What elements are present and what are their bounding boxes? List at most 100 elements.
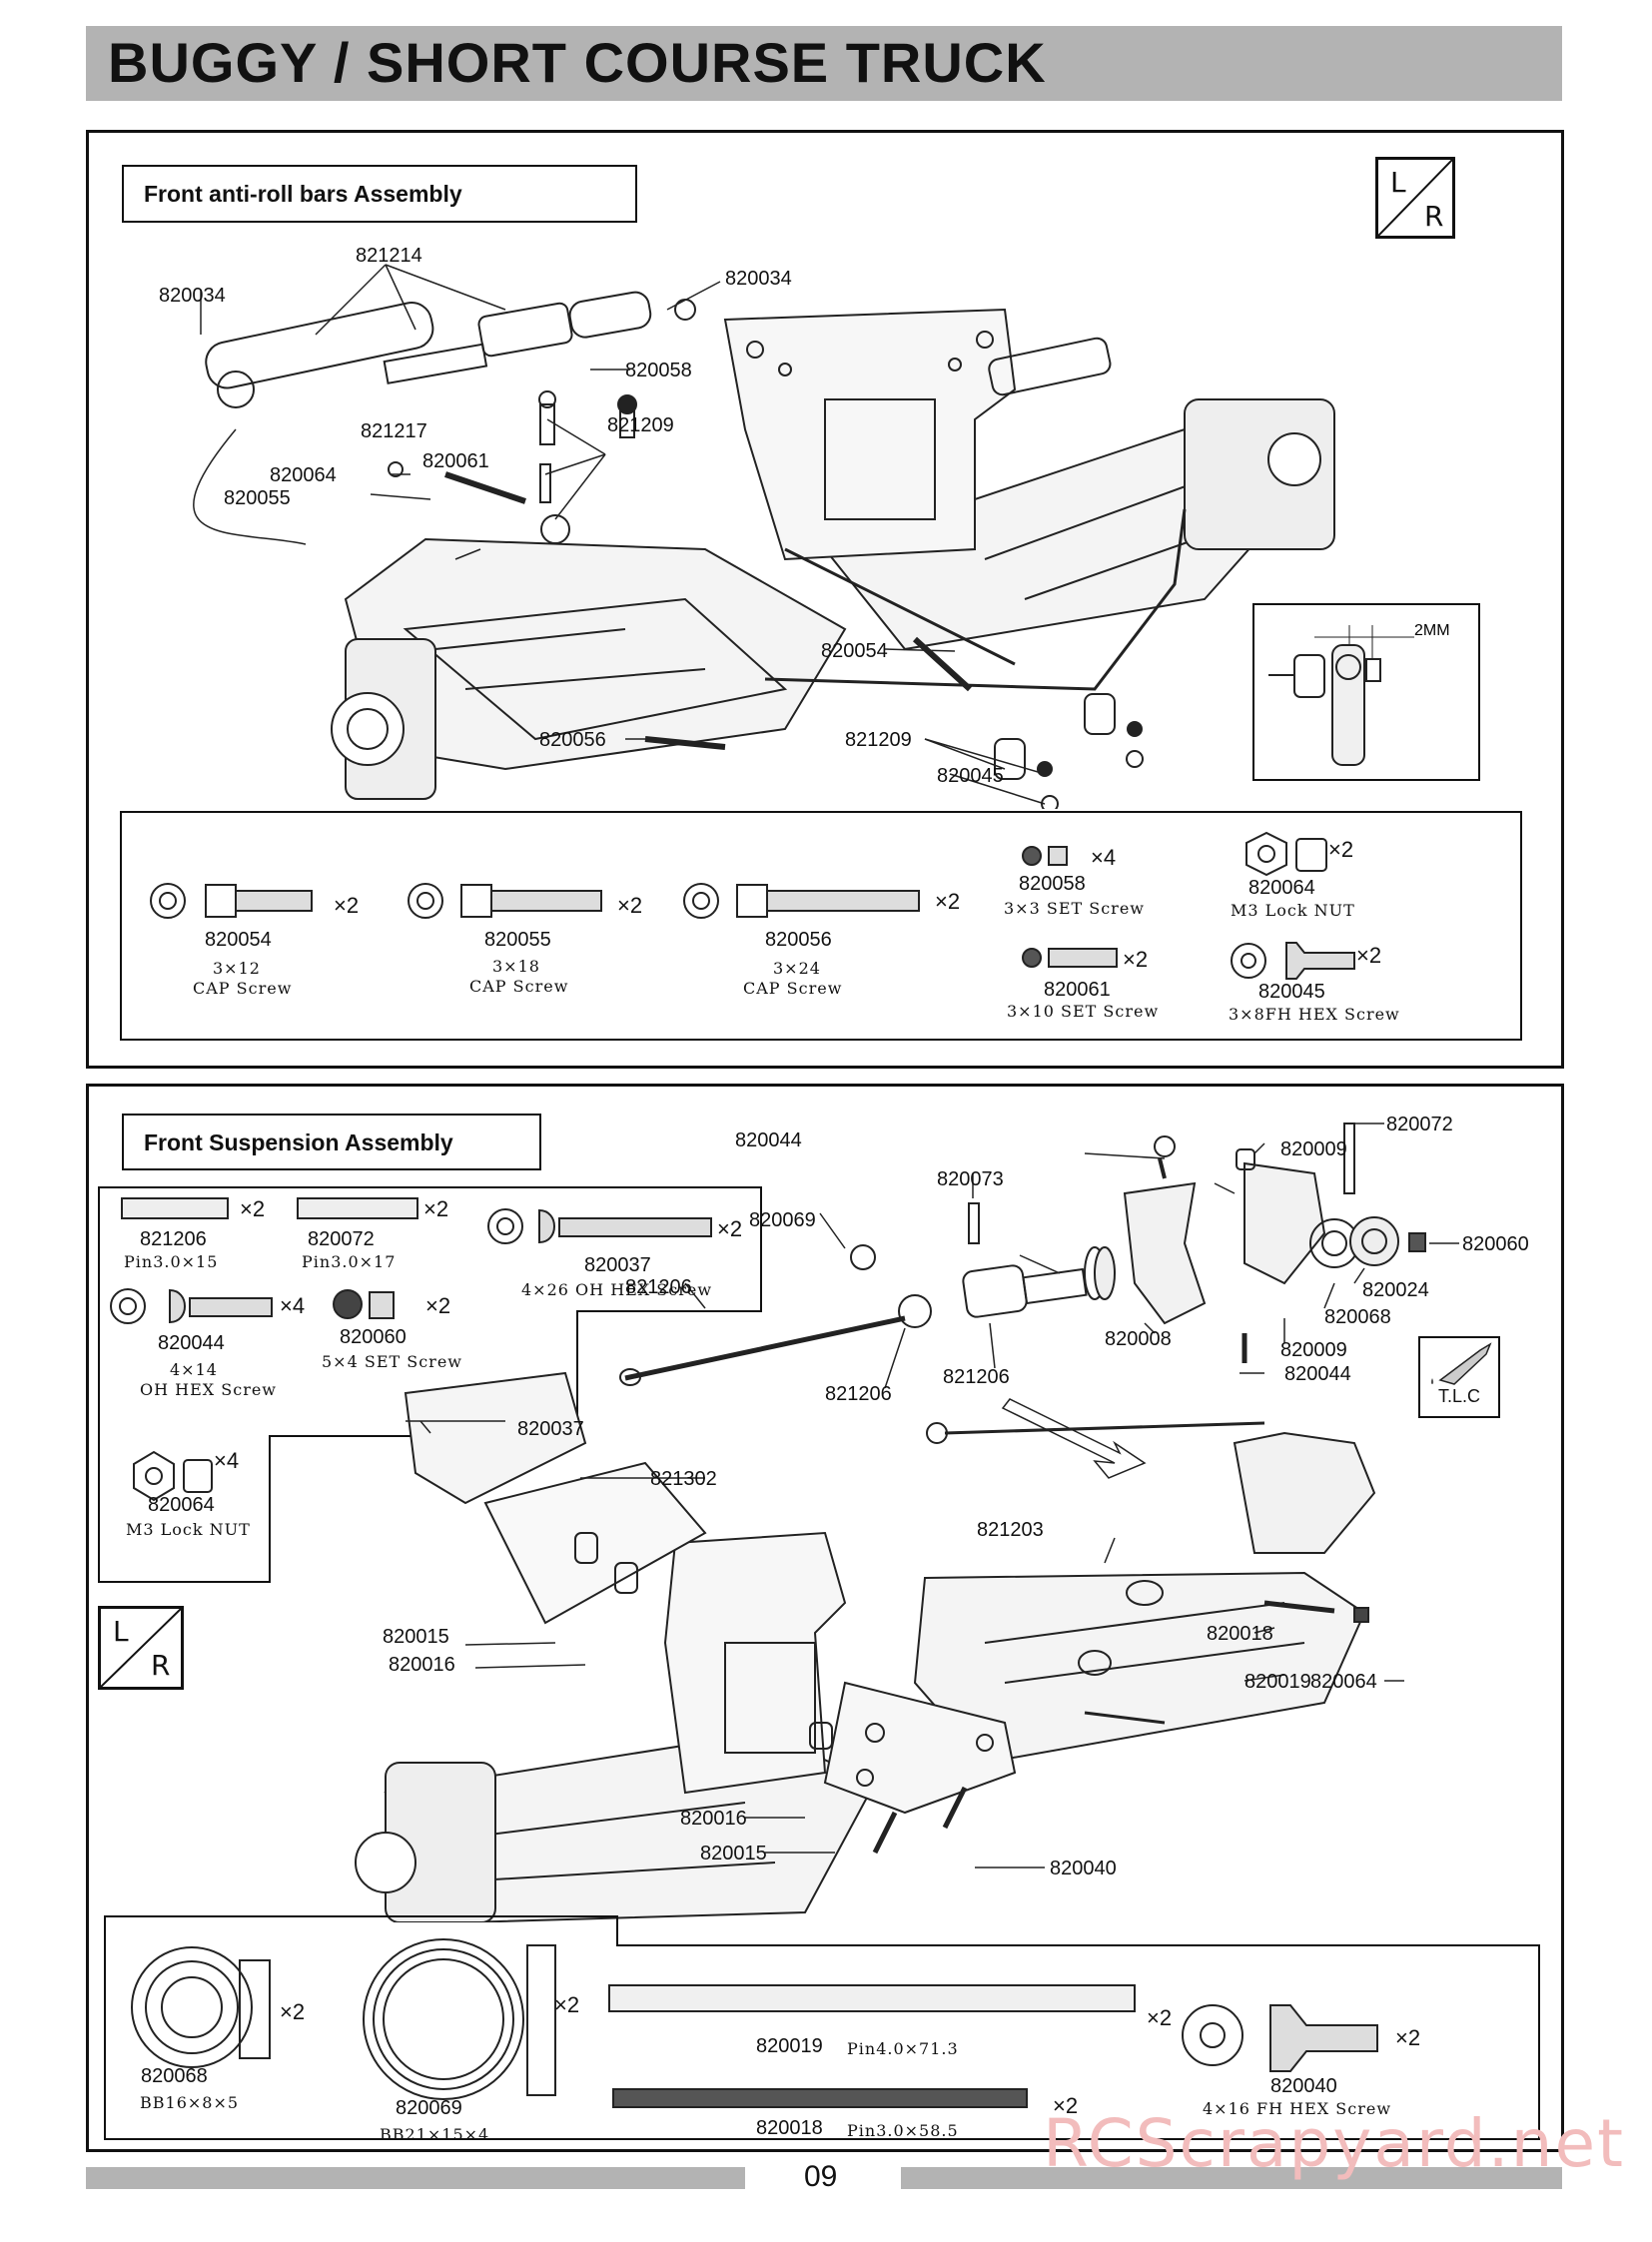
callout-820073: 820073 (937, 1168, 1004, 1190)
part-820044: 820044 (158, 1332, 225, 1354)
detail-dimension: 2MM (1414, 622, 1450, 639)
footer-bar-right (901, 2167, 1562, 2189)
callout-820064-right: 820064 (1310, 1671, 1377, 1693)
callout-820009-bottom: 820009 (1280, 1339, 1347, 1361)
suspension-parts-bottom-box (104, 1915, 1540, 2140)
rod-end-detail-drawing: 2MM (1268, 622, 1450, 766)
callout-821203: 821203 (977, 1519, 1044, 1541)
spec-820054-size: 3×12 (213, 959, 261, 978)
callout-821206-middle: 821206 (943, 1366, 1010, 1388)
callout-820024: 820024 (1362, 1279, 1429, 1301)
callout-820019: 820019 (1244, 1671, 1311, 1693)
callout-820037: 820037 (517, 1418, 584, 1440)
qty-820060: ×2 (425, 1293, 451, 1318)
callout-820040: 820040 (1050, 1858, 1117, 1879)
qty-820072: ×2 (423, 1196, 449, 1221)
part-820064: 820064 (1248, 877, 1315, 899)
callout-820009-top: 820009 (1280, 1138, 1347, 1160)
lr-diagonal-icon-suspension (101, 1609, 181, 1687)
callout-820015-left: 820015 (383, 1626, 449, 1648)
anti-roll-parts-drawings (150, 831, 1355, 980)
lr-letter-r: R (1424, 200, 1444, 233)
qty-820068: ×2 (280, 1999, 306, 2024)
spec-820018: Pin3.0×58.5 (847, 2121, 959, 2140)
front-suspension-diagram: 820044 820072 820009 820060 820073 82006… (355, 1114, 1529, 1922)
callout-820058: 820058 (625, 360, 692, 381)
spec-820061: 3×10 SET Screw (1007, 1002, 1160, 1021)
qty-821206: ×2 (240, 1196, 266, 1221)
callout-821209-bottom: 821209 (845, 729, 912, 751)
callout-820061: 820061 (422, 450, 489, 472)
detail-inset: 2MM (1252, 603, 1480, 781)
page-number: 09 (804, 2160, 838, 2193)
qty-820019: ×2 (1147, 2005, 1173, 2030)
lr-letter-r-suspension: R (151, 1649, 171, 1682)
part-820056: 820056 (765, 929, 832, 951)
callout-821209-top: 821209 (607, 414, 674, 436)
callout-820034-right: 820034 (725, 268, 792, 290)
part-820019: 820019 (756, 2035, 823, 2057)
spec-821206: Pin3.0×15 (124, 1252, 219, 1271)
page-title: BUGGY / SHORT COURSE TRUCK (108, 31, 1047, 94)
spec-820068: BB16×8×5 (140, 2093, 240, 2112)
tlc-bottle-icon (1430, 1342, 1492, 1385)
qty-820018: ×2 (1053, 2093, 1079, 2118)
section-label-front-suspension: Front Suspension Assembly (122, 1114, 541, 1170)
part-820058: 820058 (1019, 873, 1086, 895)
callout-820064: 820064 (270, 464, 337, 486)
callout-820054: 820054 (821, 640, 888, 662)
callout-820068: 820068 (1324, 1306, 1391, 1328)
callout-820044-bottom: 820044 (1284, 1363, 1351, 1385)
spec-820044-size: 4×14 (170, 1360, 218, 1379)
callout-821302: 821302 (650, 1468, 717, 1490)
callout-821217: 821217 (361, 420, 427, 442)
spec-820045: 3×8FH HEX Screw (1229, 1005, 1400, 1024)
spec-820055-type: CAP Screw (469, 977, 569, 996)
callout-820008: 820008 (1105, 1328, 1172, 1350)
qty-820061: ×2 (1123, 947, 1149, 972)
spec-820058: 3×3 SET Screw (1004, 899, 1145, 918)
qty-820037: ×2 (717, 1216, 743, 1241)
spec-820056-type: CAP Screw (743, 979, 843, 998)
qty-820058: ×4 (1091, 845, 1117, 870)
part-820060: 820060 (340, 1326, 407, 1348)
callout-820072: 820072 (1386, 1114, 1453, 1135)
callout-820016-left: 820016 (389, 1654, 455, 1676)
spec-820064: M3 Lock NUT (1231, 901, 1355, 920)
qty-820055: ×2 (617, 893, 643, 918)
qty-820064: ×2 (1328, 837, 1354, 862)
spec-820037: 4×26 OH HEX Screw (521, 1280, 713, 1299)
callout-821206-bottom: 821206 (825, 1383, 892, 1405)
qty-820064-suspension: ×4 (214, 1448, 240, 1473)
spec-820072: Pin3.0×17 (302, 1252, 397, 1271)
spec-820064-suspension: M3 Lock NUT (126, 1520, 251, 1539)
qty-820044: ×4 (280, 1293, 306, 1318)
qty-820069: ×2 (554, 1992, 580, 2017)
spec-820054-type: CAP Screw (193, 979, 293, 998)
spec-820069: BB21×15×4 (380, 2125, 490, 2144)
spec-820060: 5×4 SET Screw (322, 1352, 462, 1371)
callout-821206-top: 821206 (625, 1276, 692, 1298)
anti-roll-parts-box (120, 811, 1522, 1041)
footer-bar-left (86, 2167, 745, 2189)
callout-820015-bottom: 820015 (700, 1843, 767, 1865)
part-820061: 820061 (1044, 979, 1111, 1001)
callout-820044-top: 820044 (735, 1129, 802, 1151)
callout-821214: 821214 (356, 245, 422, 267)
anti-roll-bar-diagram: 821214 820034 820034 820058 821209 82121… (159, 245, 1335, 809)
lr-diagonal-icon (1378, 160, 1452, 236)
spec-820056-size: 3×24 (773, 959, 821, 978)
part-820037: 820037 (584, 1254, 651, 1276)
suspension-parts-left-box (98, 1186, 762, 1583)
part-820018: 820018 (756, 2117, 823, 2139)
spec-820019: Pin4.0×71.3 (847, 2039, 959, 2058)
callout-820055: 820055 (224, 487, 291, 509)
qty-820045: ×2 (1356, 943, 1382, 968)
part-820064-suspension: 820064 (148, 1494, 215, 1516)
callout-820016-bottom: 820016 (680, 1808, 747, 1830)
callout-820018: 820018 (1207, 1623, 1273, 1645)
lr-letter-l-suspension: L (113, 1615, 129, 1648)
spec-820040: 4×16 FH HEX Screw (1203, 2099, 1392, 2118)
part-820054: 820054 (205, 929, 272, 951)
title-bar (86, 26, 1562, 101)
